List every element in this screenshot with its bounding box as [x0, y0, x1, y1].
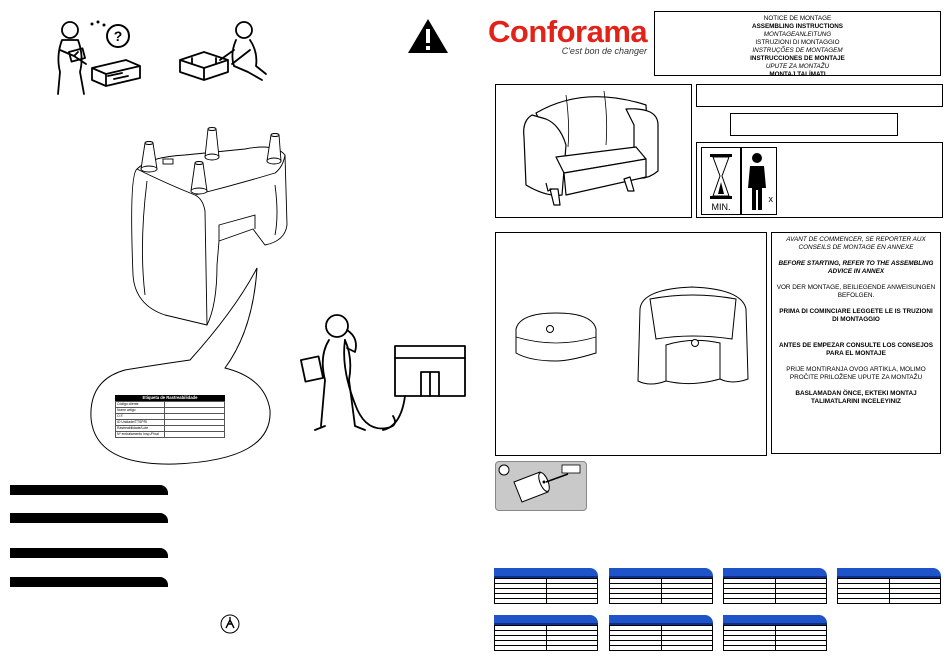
table-cell — [774, 598, 827, 604]
brand-tagline: C'est bon de changer — [561, 46, 647, 56]
instructions-title-line: UPUTE ZA MONTAŽU — [765, 63, 830, 70]
table-row — [837, 598, 941, 604]
assembling-person-illustration — [179, 21, 267, 81]
armchair-illustration — [523, 90, 659, 206]
table-row — [723, 645, 827, 651]
table-cell — [494, 598, 547, 604]
parts-table-header — [609, 615, 713, 625]
advice-paragraph: PRIMA DI COMINCIARE LEGGETE LE IS TRUZIO… — [779, 308, 933, 323]
person-icon — [748, 153, 766, 210]
section-bar-4 — [10, 577, 168, 587]
table-cell — [545, 598, 598, 604]
advice-box: AVANT DE COMMENCER, SE REPORTER AUX CONS… — [771, 232, 941, 454]
brand-name: Conforama — [488, 14, 648, 49]
table-row: Nº embalamento Insp./Final — [114, 431, 225, 438]
parts-table-2 — [609, 568, 713, 606]
parts-table-header — [837, 568, 941, 578]
tools-box — [495, 461, 587, 511]
instructions-title-line: NOTICE DE MONTAGE — [763, 15, 832, 22]
svg-text:?: ? — [114, 28, 123, 44]
section-bar-3 — [10, 548, 168, 558]
instructions-title-line: INSTRUÇÕES DE MONTAGEM — [752, 47, 843, 54]
phone-support-illustration — [300, 314, 466, 431]
time-panel: MIN. — [701, 147, 741, 215]
product-image-box — [495, 84, 692, 218]
advice-paragraph: ANTES DE EMPEZAR CONSULTE LOS CONSEJOS P… — [779, 342, 933, 357]
parts-table-6 — [609, 615, 713, 653]
traceability-title: Etiqueta de Rastreabilidade — [115, 395, 225, 401]
table-cell — [837, 598, 890, 604]
warning-icon — [408, 19, 448, 53]
brand-logo: Conforama C'est bon de changer — [488, 16, 653, 58]
section-bar-1 — [10, 485, 168, 495]
instructions-title-line: ISTRUZIONI DI MONTAGGIO — [755, 39, 840, 46]
advice-paragraph: AVANT DE COMMENCER, SE REPORTER AUX CONS… — [786, 236, 926, 251]
chair-bottom-illustration — [131, 127, 288, 326]
parts-table-header — [723, 615, 827, 625]
parts-table-header — [609, 568, 713, 578]
parts-table-header — [494, 568, 598, 578]
table-row — [609, 645, 713, 651]
table-cell — [609, 645, 662, 651]
parts-table-3 — [723, 568, 827, 606]
advice-paragraph: VOR DER MONTAGE, BEILIEGENDE ANWEISUNGEN… — [776, 284, 936, 299]
table-row — [723, 598, 827, 604]
table-cell — [723, 645, 776, 651]
traceability-field-label: Nº embalamento Insp./Final — [114, 431, 166, 438]
traceability-label: Etiqueta de Rastreabilidade Código clien… — [114, 395, 225, 441]
advice-paragraph: BEFORE STARTING, REFER TO THE ASSEMBLING… — [778, 260, 934, 275]
table-cell — [660, 645, 713, 651]
table-cell — [494, 645, 547, 651]
table-cell — [723, 598, 776, 604]
table-cell — [774, 645, 827, 651]
parts-table-5 — [494, 615, 598, 653]
dispose-icon — [220, 614, 240, 634]
product-ref-box — [730, 113, 898, 136]
product-name-box — [696, 84, 943, 107]
instructions-title-line: INSTRUCCIONES DE MONTAJE — [750, 55, 845, 62]
advice-paragraph: PRIJE MONTIRANJA OVOG ARTIKLA, MOLIMO PR… — [786, 366, 926, 381]
parts-table-4 — [837, 568, 941, 606]
table-cell — [660, 598, 713, 604]
table-cell — [888, 598, 941, 604]
parts-table-1 — [494, 568, 598, 606]
table-row — [609, 598, 713, 604]
mallet-icon — [498, 464, 581, 503]
cushion-illustration — [515, 312, 597, 362]
table-row — [494, 645, 598, 651]
table-cell — [545, 645, 598, 651]
table-cell — [609, 598, 662, 604]
persons-panel: x — [741, 147, 777, 215]
armchair-body-illustration — [637, 286, 749, 385]
instructions-title-line: MONTAGEANLEITUNG — [763, 31, 832, 38]
confused-person-illustration: ? — [57, 20, 141, 95]
time-persons-box: MIN. x — [696, 142, 943, 218]
instructions-title-line: ASSEMBLING INSTRUCTIONS — [752, 23, 843, 30]
parts-table-header — [723, 568, 827, 578]
traceability-field-value — [164, 431, 225, 438]
parts-table-7 — [723, 615, 827, 653]
instructions-title-line: MONTAJ TALİMATI — [769, 71, 826, 78]
hourglass-icon — [710, 154, 732, 199]
advice-paragraph: BASLAMADAN ÖNCE, EKTEKI MONTAJ TALIMATLA… — [795, 390, 917, 405]
persons-label: x — [768, 194, 774, 204]
package-contents-box — [495, 232, 767, 456]
section-bar-2 — [10, 513, 168, 523]
parts-table-header — [494, 615, 598, 625]
min-label: MIN. — [711, 202, 731, 212]
table-row — [494, 598, 598, 604]
